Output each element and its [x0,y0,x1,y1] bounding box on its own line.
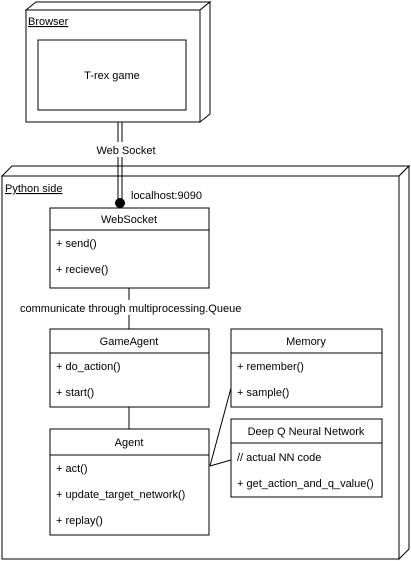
dqn-class: Deep Q Neural Network // actual NN code … [230,418,383,498]
queue-label: communicate through multiprocessing.Queu… [20,303,241,315]
browser-node: Browser T-rex game [24,0,212,124]
agent-dqn-connector [209,459,232,467]
trex-game-component [37,39,187,111]
agent-method: + act() [56,463,87,475]
gameagent-method: + do_action() [56,361,121,373]
websocket-class: WebSocket + send() + recieve() [49,207,210,289]
gameagent-class: GameAgent + do_action() + start() [49,328,210,408]
websocket-method: + send() [56,238,97,250]
dqn-method: + get_action_and_q_value() [237,478,374,490]
agent-class-name: Agent [115,437,144,449]
memory-method: + sample() [237,387,289,399]
connectors [128,288,232,467]
websocket-connection: Web Socket localhost:9090 [92,122,202,208]
gameagent-class-name: GameAgent [100,336,159,348]
trex-game-label: T-rex game [84,70,140,82]
port-dot [115,198,125,208]
agent-method: + replay() [56,515,103,527]
agent-method: + update_target_network() [56,489,185,501]
memory-class: Memory + remember() + sample() [230,328,383,408]
agent-class: Agent + act() + update_target_network() … [49,428,210,536]
browser-node-title: Browser [28,16,69,28]
memory-class-name: Memory [286,336,326,348]
websocket-method: + recieve() [56,264,108,276]
websocket-connection-label: Web Socket [96,145,155,157]
dqn-method: // actual NN code [237,452,321,464]
port-label: localhost:9090 [131,190,202,202]
python-node-title: Python side [5,183,62,195]
websocket-class-name: WebSocket [101,214,157,226]
dqn-class-name: Deep Q Neural Network [248,426,365,438]
memory-method: + remember() [237,361,304,373]
gameagent-method: + start() [56,387,94,399]
agent-memory-connector [209,387,232,467]
